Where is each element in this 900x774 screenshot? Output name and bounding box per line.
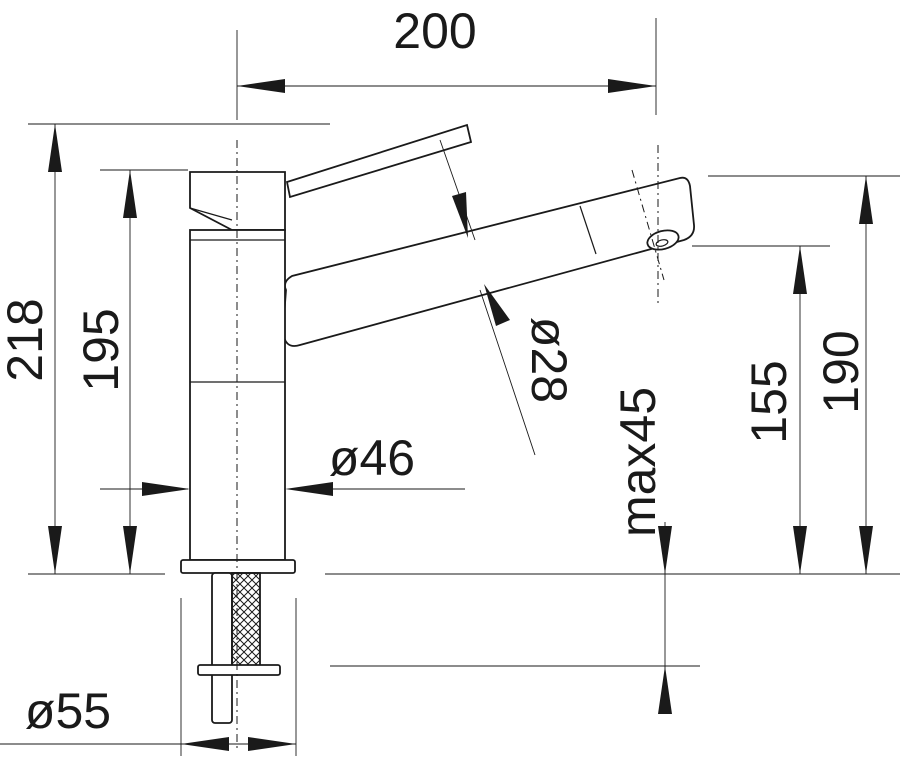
dimension-label-218: 218 [0,298,53,381]
dimension-label-d46: ø46 [329,430,415,486]
dimension-label-d55: ø55 [25,683,111,739]
dimension-label-190: 190 [813,330,869,413]
dimension-lines [48,79,873,751]
supply-hose [231,572,261,669]
dimension-label-200: 200 [393,3,476,59]
spout [282,176,695,347]
dimension-label-155: 155 [741,360,797,443]
dimension-label-max45: max45 [610,387,666,537]
mounting-washer [197,664,281,676]
mounting-bolt [211,572,233,724]
lever-handle [285,123,473,199]
base-plate [180,559,296,574]
dimension-label-195: 195 [73,308,129,391]
dimension-label-d28: ø28 [521,317,577,403]
faucet-body [180,123,695,750]
